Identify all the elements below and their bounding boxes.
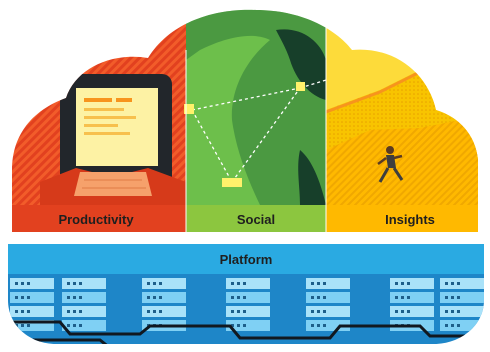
platform-label: Platform — [220, 252, 273, 267]
server-unit — [226, 306, 270, 317]
server-unit — [62, 306, 106, 317]
insights-panel — [325, 9, 478, 205]
social-band — [186, 205, 326, 232]
productivity-panel — [12, 9, 186, 206]
server-unit — [142, 292, 186, 303]
social-panel — [184, 9, 327, 205]
server-unit — [142, 278, 186, 289]
server-unit — [10, 278, 54, 289]
cable-line — [8, 320, 484, 340]
platform-panel — [8, 244, 484, 344]
productivity-label: Productivity — [58, 212, 134, 227]
server-unit — [226, 292, 270, 303]
runner-icon — [377, 146, 404, 183]
server-unit — [226, 278, 270, 289]
chat-bubble-icon — [184, 104, 194, 114]
server-unit — [390, 306, 434, 317]
server-unit — [62, 292, 106, 303]
server-unit — [10, 320, 54, 331]
server-unit — [142, 306, 186, 317]
server-unit — [390, 292, 434, 303]
server-unit — [440, 292, 484, 303]
productivity-band — [12, 205, 186, 232]
insights-label: Insights — [385, 212, 435, 227]
server-unit — [306, 320, 350, 331]
keyboard-icon — [74, 172, 152, 196]
social-label: Social — [237, 212, 275, 227]
server-unit — [10, 306, 54, 317]
platform-band — [8, 244, 484, 274]
server-unit — [440, 278, 484, 289]
insights-band — [326, 205, 478, 232]
server-unit — [10, 292, 54, 303]
server-unit — [306, 292, 350, 303]
server-unit — [440, 306, 484, 317]
server-unit — [306, 306, 350, 317]
server-unit — [62, 278, 106, 289]
server-unit — [62, 320, 106, 331]
chat-bubble-icon — [222, 178, 242, 187]
server-unit — [390, 278, 434, 289]
server-unit — [440, 320, 484, 331]
chat-bubble-icon — [296, 82, 305, 91]
server-unit — [226, 320, 270, 331]
server-unit — [306, 278, 350, 289]
continent-shape — [276, 29, 326, 100]
